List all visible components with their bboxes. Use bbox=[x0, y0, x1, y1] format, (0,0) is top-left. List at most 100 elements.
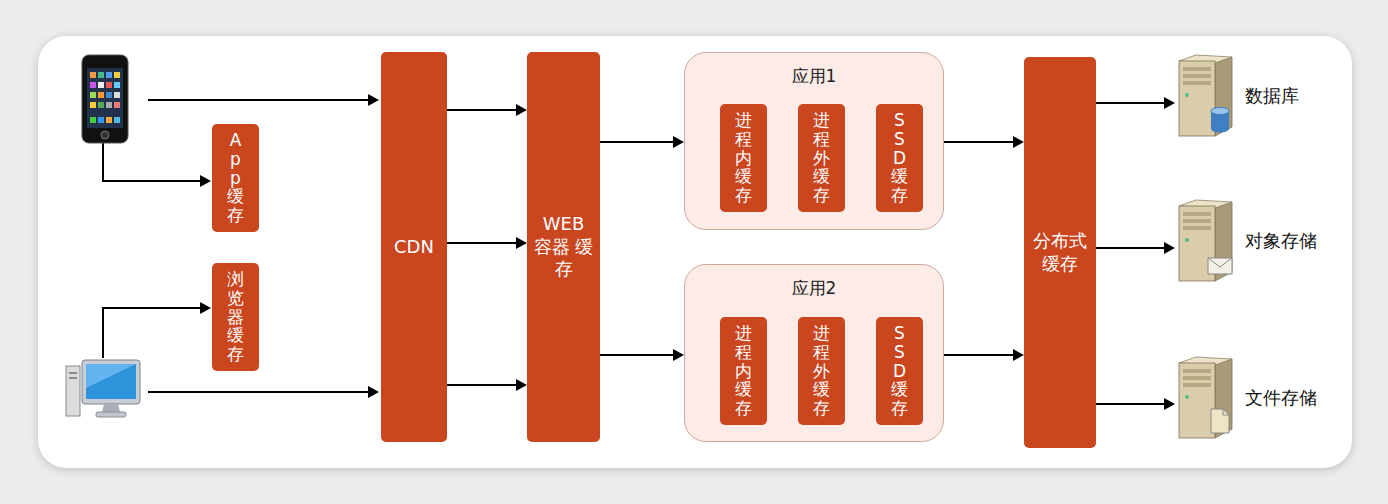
server-led bbox=[1185, 395, 1189, 399]
server-slot bbox=[1183, 369, 1211, 373]
cache-layer-bar: WEB 容器 缓存 bbox=[527, 52, 600, 442]
server-icon bbox=[1175, 200, 1235, 282]
drawing-part bbox=[114, 82, 120, 88]
connector-line bbox=[447, 384, 518, 386]
box-label: 进程外缓存 bbox=[813, 111, 830, 204]
storage-label: 对象存储 bbox=[1245, 229, 1317, 253]
arrowhead bbox=[673, 136, 684, 148]
connector bbox=[600, 136, 684, 148]
connector-line bbox=[1096, 102, 1166, 104]
drawing-part bbox=[66, 366, 80, 416]
server-led bbox=[1185, 238, 1189, 242]
wire bbox=[148, 391, 370, 393]
connector bbox=[447, 379, 527, 391]
cache-box: 浏览器缓存 bbox=[212, 263, 259, 371]
cache-box: App缓存 bbox=[212, 124, 259, 232]
drawing-part bbox=[102, 404, 120, 412]
connector bbox=[600, 349, 684, 361]
drawing-part bbox=[106, 82, 112, 88]
storage-label: 文件存储 bbox=[1245, 386, 1317, 410]
connector bbox=[447, 237, 527, 249]
cache-layer-bar: CDN bbox=[381, 52, 447, 442]
arrowhead bbox=[1164, 242, 1175, 254]
group-title: 应用1 bbox=[685, 65, 943, 88]
connector-line bbox=[1096, 403, 1166, 405]
server-slot bbox=[1183, 74, 1211, 78]
box-label: SSD缓存 bbox=[891, 324, 908, 417]
drawing-part bbox=[114, 92, 120, 98]
pc-icon bbox=[62, 358, 142, 420]
connector-line bbox=[600, 141, 675, 143]
drawing-part bbox=[106, 102, 112, 108]
server-slot bbox=[1183, 212, 1211, 216]
application-group: 应用2 进程内缓存 进程外缓存 SSD缓存 bbox=[684, 264, 944, 442]
arrowhead bbox=[673, 349, 684, 361]
box-label: SSD缓存 bbox=[891, 111, 908, 204]
arrowhead-group bbox=[200, 94, 379, 398]
phone-icon bbox=[82, 55, 128, 143]
drawing-part bbox=[90, 82, 96, 88]
arrowhead bbox=[1013, 136, 1024, 148]
server-slot bbox=[1183, 81, 1211, 85]
drawing-part bbox=[106, 72, 112, 78]
drawing-part bbox=[90, 102, 96, 108]
drawing-part bbox=[82, 55, 128, 143]
box-label: WEB 容器 缓存 bbox=[527, 213, 600, 281]
connector bbox=[447, 104, 527, 116]
application-group: 应用1进程内缓存进程外缓存SSD缓存 bbox=[684, 52, 944, 230]
drawing-part bbox=[114, 117, 120, 123]
storage-server: 文件存储 bbox=[1175, 357, 1345, 439]
db-cylinder bbox=[1211, 108, 1229, 115]
box-label: 进程内缓存 bbox=[735, 324, 752, 417]
document bbox=[1223, 409, 1229, 415]
storage-server: 对象存储 bbox=[1175, 200, 1345, 282]
drawing-part bbox=[90, 92, 96, 98]
drawing-part bbox=[90, 72, 96, 78]
server-slot bbox=[1183, 67, 1211, 71]
wire bbox=[103, 142, 202, 181]
connector bbox=[1096, 242, 1175, 254]
cache-box: 进程内缓存 bbox=[720, 317, 767, 425]
wire-group bbox=[103, 100, 370, 392]
connector bbox=[944, 136, 1024, 148]
server-front bbox=[1179, 363, 1215, 438]
arrowhead bbox=[1013, 349, 1024, 361]
arrowhead bbox=[516, 104, 527, 116]
drawing-part bbox=[114, 72, 120, 78]
group-title: 应用2 bbox=[685, 277, 943, 300]
drawing-part bbox=[86, 364, 136, 388]
arrowhead bbox=[1164, 398, 1175, 410]
arrowhead bbox=[368, 386, 379, 398]
box-label: 进程外缓存 bbox=[813, 324, 830, 417]
connector bbox=[944, 349, 1024, 361]
cache-layer-bar: 分布式 缓存 bbox=[1024, 57, 1096, 448]
box-label: CDN bbox=[390, 236, 438, 259]
server-slot bbox=[1183, 383, 1211, 387]
drawing-part bbox=[106, 117, 112, 123]
arrowhead bbox=[368, 94, 379, 106]
drawing-part bbox=[96, 412, 126, 417]
drawing-part bbox=[90, 72, 120, 123]
box-label: 浏览器缓存 bbox=[227, 270, 244, 363]
connector-line bbox=[447, 242, 518, 244]
arrowhead bbox=[1164, 97, 1175, 109]
envelope bbox=[1208, 258, 1232, 274]
drawing-part bbox=[82, 360, 140, 404]
drawing-part bbox=[106, 92, 112, 98]
cache-box: 进程外缓存 bbox=[798, 104, 845, 212]
wire bbox=[103, 308, 202, 358]
drawing-part bbox=[86, 364, 136, 399]
envelope bbox=[1208, 258, 1232, 267]
storage-label: 数据库 bbox=[1245, 84, 1299, 108]
drawing-part bbox=[98, 82, 104, 88]
wire bbox=[148, 99, 370, 101]
connector-line bbox=[600, 354, 675, 356]
drawing-part bbox=[98, 117, 104, 123]
server-slot bbox=[1183, 376, 1211, 380]
drawing-part bbox=[98, 92, 104, 98]
server-slot bbox=[1183, 219, 1211, 223]
server-front bbox=[1179, 61, 1215, 136]
server-icon bbox=[1175, 357, 1235, 439]
arrowhead bbox=[516, 379, 527, 391]
box-label: App缓存 bbox=[227, 131, 244, 224]
